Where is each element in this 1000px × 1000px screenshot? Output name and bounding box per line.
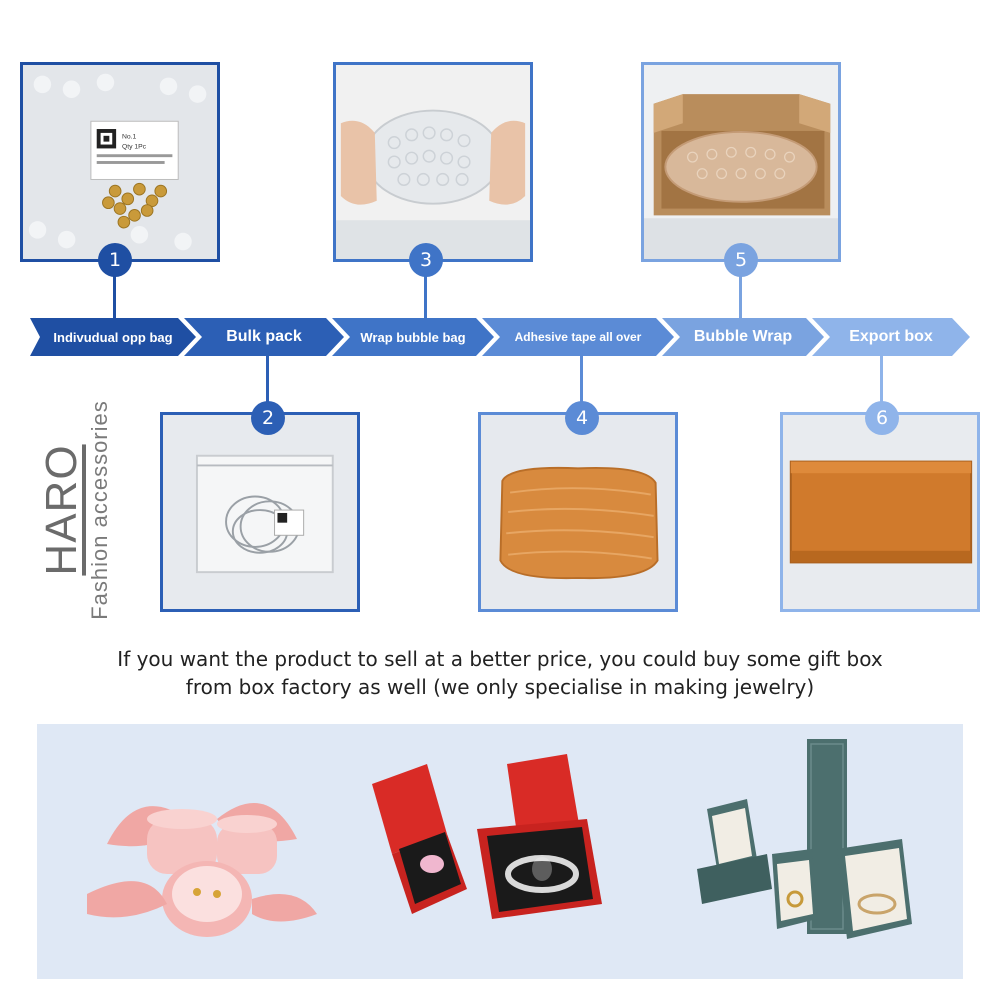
taped-parcel-illustration — [481, 415, 675, 609]
brand-name: HARO — [37, 444, 86, 576]
bag-tag-no: No.1 — [122, 134, 137, 141]
gift-box-panel — [37, 724, 963, 979]
step-1-connector — [113, 262, 116, 318]
step-6-connector — [880, 356, 883, 412]
step-2-photo — [160, 412, 360, 612]
step-1-badge: 1 — [98, 243, 132, 277]
step-2-badge: 2 — [251, 401, 285, 435]
step-2-label: Bulk pack — [226, 328, 302, 345]
notice-line-1: If you want the product to sell at a bet… — [117, 647, 883, 671]
step-4-badge: 4 — [565, 401, 599, 435]
step-6-arrow: Export box — [812, 318, 970, 356]
step-5-arrow: Bubble Wrap — [662, 318, 824, 356]
step-3-arrow: Wrap bubble bag — [332, 318, 494, 356]
step-4-label: Adhesive tape all over — [514, 330, 642, 344]
box-with-bubble-wrap-illustration — [644, 65, 838, 259]
step-6-badge: 6 — [865, 401, 899, 435]
step-6-photo — [780, 412, 980, 612]
green-gift-box-icon — [677, 724, 947, 979]
step-1-photo: No.1 Qty 1Pc — [20, 62, 220, 262]
opp-bag-illustration: No.1 Qty 1Pc — [23, 65, 217, 259]
step-1-arrow: Indivudual opp bag — [30, 318, 196, 356]
brand-subtitle: Fashion accessories — [87, 400, 112, 620]
export-box-illustration — [783, 415, 977, 609]
bag-tag-qty: Qty 1Pc — [122, 143, 147, 150]
step-3-label: Wrap bubble bag — [360, 329, 466, 345]
pink-gift-box-icon — [67, 724, 327, 979]
step-5-badge: 5 — [724, 243, 758, 277]
step-5-label: Bubble Wrap — [693, 328, 793, 345]
step-2-connector — [266, 356, 269, 412]
bubble-bag-illustration — [336, 65, 530, 259]
notice-line-2: from box factory as well (we only specia… — [185, 675, 815, 699]
step-3-badge: 3 — [409, 243, 443, 277]
red-gift-box-icon — [357, 724, 617, 979]
step-2-arrow: Bulk pack — [184, 318, 344, 356]
packing-steps-timeline: Indivudual opp bag Bulk pack Wrap bubble… — [30, 318, 970, 356]
brand-block: HARO Fashion accessories — [30, 390, 120, 630]
step-3-connector — [424, 262, 427, 318]
step-5-connector — [739, 262, 742, 318]
step-5-photo — [641, 62, 841, 262]
step-3-photo — [333, 62, 533, 262]
step-4-connector — [580, 356, 583, 412]
step-6-label: Export box — [849, 328, 933, 345]
gift-box-notice: If you want the product to sell at a bet… — [60, 645, 940, 701]
step-4-arrow: Adhesive tape all over — [482, 318, 674, 356]
bulk-pack-illustration — [163, 415, 357, 609]
step-1-label: Indivudual opp bag — [53, 329, 173, 345]
step-4-photo — [478, 412, 678, 612]
